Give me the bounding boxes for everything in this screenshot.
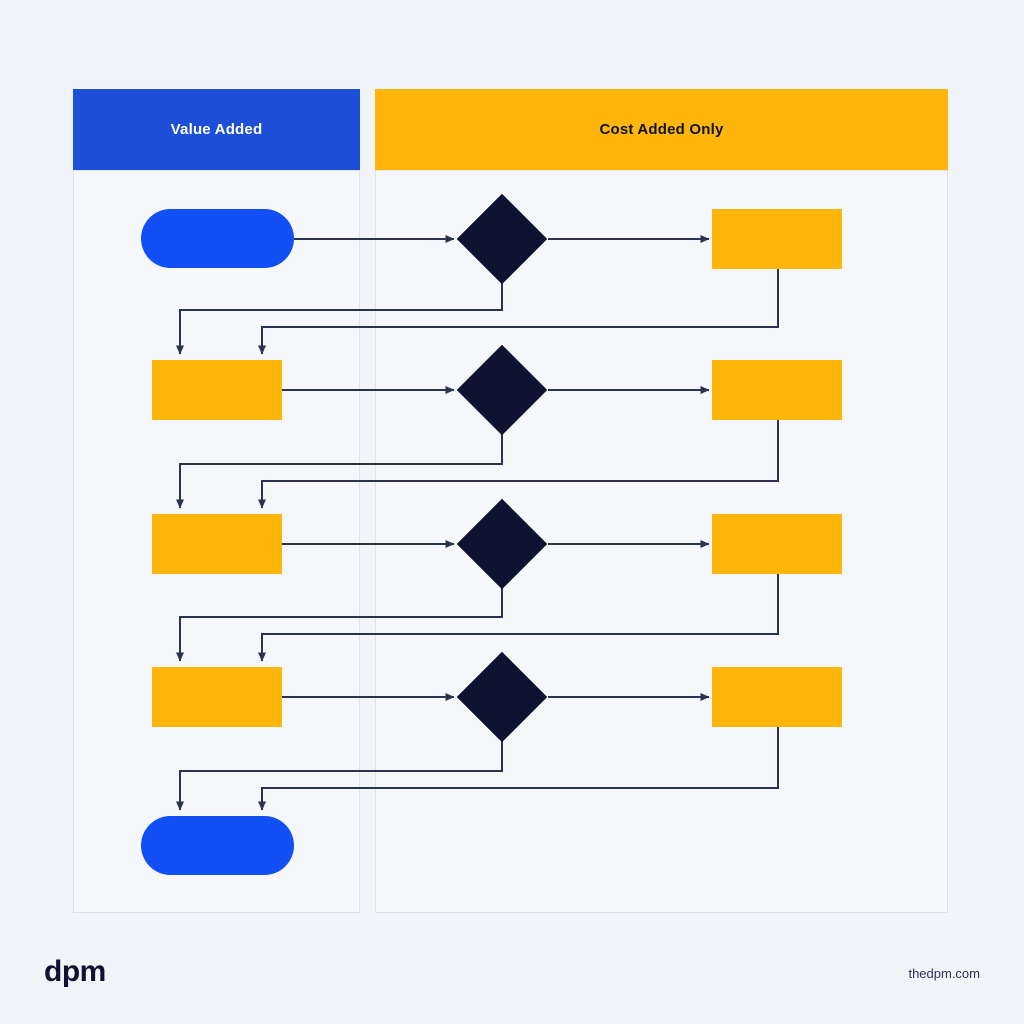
swimlane-title-value-added: Value Added — [170, 121, 263, 138]
node-end-pill[interactable] — [141, 816, 294, 875]
dpm-logo: dpm — [44, 955, 106, 988]
swimlane-header-value-added: Value Added — [73, 89, 360, 170]
node-start-pill[interactable] — [141, 209, 294, 268]
node-process-right-1[interactable] — [712, 209, 842, 269]
node-process-right-2[interactable] — [712, 360, 842, 420]
node-process-left-2[interactable] — [152, 360, 282, 420]
node-process-right-3[interactable] — [712, 514, 842, 574]
swimlane-header-cost-added-only: Cost Added Only — [375, 89, 948, 170]
node-process-left-4[interactable] — [152, 667, 282, 727]
swimlane-title-cost-added-only: Cost Added Only — [599, 121, 724, 138]
node-process-left-3[interactable] — [152, 514, 282, 574]
node-process-right-4[interactable] — [712, 667, 842, 727]
site-url: thedpm.com — [908, 966, 980, 981]
